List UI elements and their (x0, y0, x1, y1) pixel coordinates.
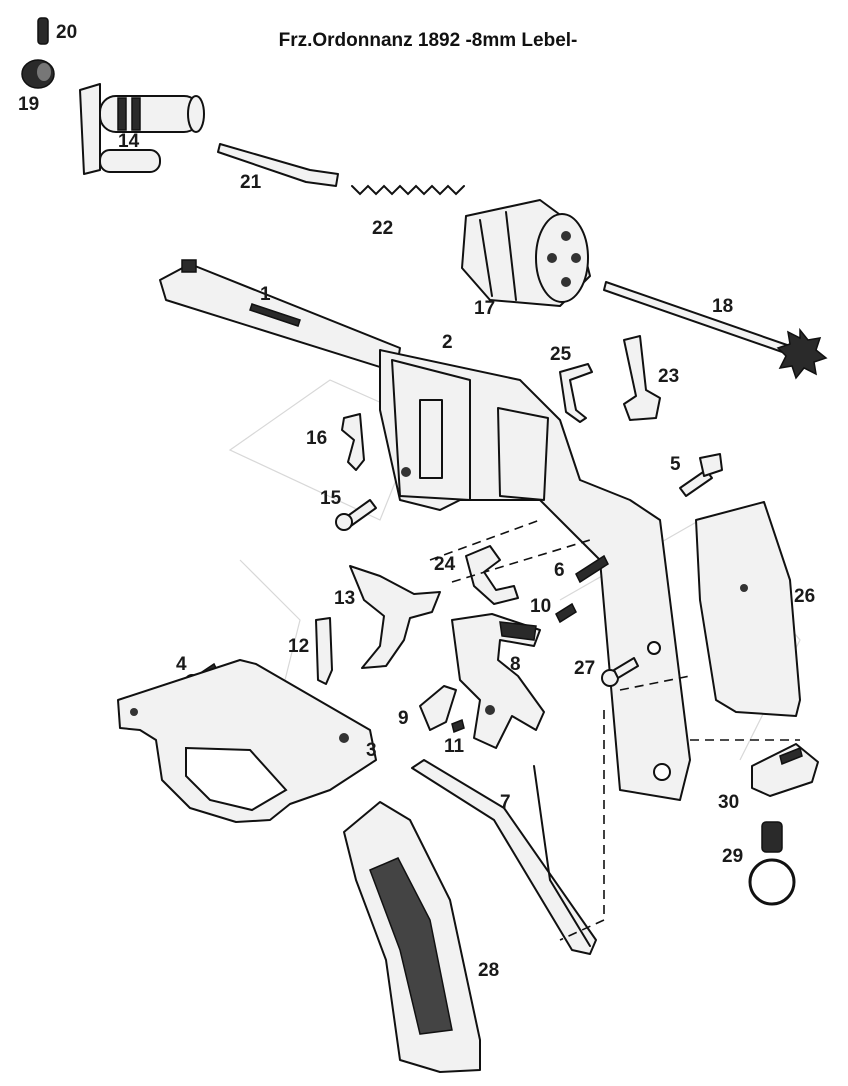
label-11: 11 (444, 736, 465, 757)
label-17: 17 (474, 298, 495, 319)
label-21: 21 (240, 172, 262, 193)
part-29-lanyard-ring (748, 821, 796, 906)
part-3-trigger-guard (117, 659, 377, 823)
part-8-hammer (451, 613, 545, 749)
label-3: 3 (366, 740, 377, 761)
label-30: 30 (718, 792, 739, 813)
part-27-screw (601, 657, 639, 687)
label-22: 22 (372, 218, 393, 239)
part-14-ejector-assembly (79, 83, 205, 175)
label-27: 27 (574, 658, 595, 679)
label-8: 8 (510, 654, 521, 675)
label-7: 7 (500, 792, 511, 813)
part-22-spring (351, 184, 465, 196)
part-19-nut (21, 59, 55, 89)
part-21-ejector-rod (217, 143, 339, 187)
part-17-cylinder (461, 199, 591, 307)
diagram-title: Frz.Ordonnanz 1892 -8mm Lebel- (279, 30, 578, 51)
part-28-left-grip (343, 801, 481, 1073)
part-2-frame (379, 349, 691, 801)
label-25: 25 (550, 344, 572, 365)
label-15: 15 (320, 488, 342, 509)
label-5: 5 (670, 454, 681, 475)
label-4: 4 (176, 654, 187, 675)
part-23-hand (623, 335, 661, 421)
part-6-screw (575, 554, 609, 584)
part-5-screw (679, 453, 723, 497)
label-23: 23 (658, 366, 679, 387)
part-1-barrel (159, 259, 401, 373)
label-2: 2 (442, 332, 453, 353)
label-19: 19 (18, 94, 39, 115)
part-7-mainspring (411, 759, 597, 955)
part-18-cylinder-axis (603, 281, 828, 380)
part-12-pin (315, 617, 333, 685)
label-20: 20 (56, 22, 77, 43)
label-14: 14 (118, 131, 140, 152)
part-16-spring-clip (341, 413, 365, 471)
part-9-sear (419, 685, 457, 731)
part-25-pawl (559, 363, 593, 423)
label-24: 24 (434, 554, 456, 575)
part-10-screw (555, 602, 577, 624)
part-20-screw (37, 17, 49, 45)
label-29: 29 (722, 846, 743, 867)
assembly-guide-lines (429, 519, 800, 941)
label-18: 18 (712, 296, 733, 317)
label-26: 26 (794, 586, 815, 607)
part-24-lever (465, 545, 519, 605)
part-15-screw (335, 499, 377, 531)
label-10: 10 (530, 596, 551, 617)
label-6: 6 (554, 560, 565, 581)
part-13-trigger (349, 565, 441, 669)
part-11-pin (451, 718, 465, 734)
part-30-lanyard-base (751, 743, 819, 797)
label-28: 28 (478, 960, 499, 981)
label-9: 9 (398, 708, 409, 729)
label-16: 16 (306, 428, 327, 449)
label-12: 12 (288, 636, 309, 657)
label-13: 13 (334, 588, 355, 609)
label-1: 1 (260, 284, 271, 305)
part-26-right-grip (695, 501, 801, 717)
